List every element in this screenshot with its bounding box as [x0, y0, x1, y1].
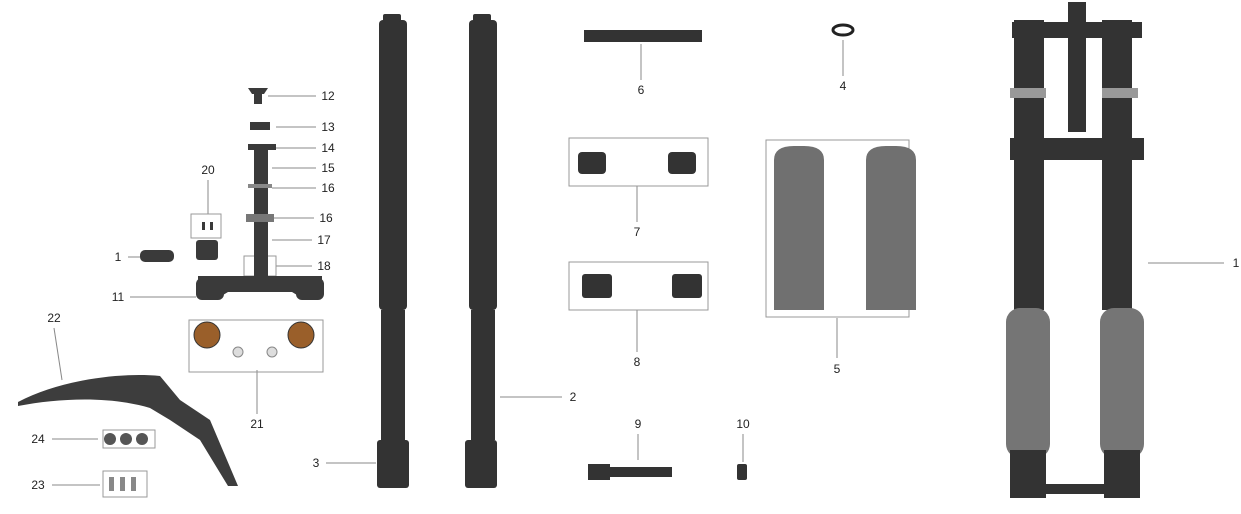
fork-guards — [774, 146, 916, 310]
callout-3: 3 — [312, 456, 320, 470]
callout-12: 12 — [321, 89, 335, 103]
callout-9: 9 — [634, 417, 642, 431]
leader-lines — [52, 40, 1224, 486]
assembled-fork — [1006, 2, 1144, 498]
callout-16-second: 16 — [319, 211, 333, 225]
small-parts — [578, 23, 855, 480]
front-fender — [18, 375, 238, 486]
callout-22: 22 — [47, 311, 61, 325]
callout-11: 11 — [111, 290, 125, 304]
callout-8: 8 — [633, 355, 641, 369]
bushings-and-nuts — [104, 321, 315, 491]
callout-13: 13 — [321, 120, 335, 134]
callout-17: 17 — [317, 233, 331, 247]
steerer-assembly — [140, 88, 324, 300]
callout-23: 23 — [31, 478, 45, 492]
callout-21: 21 — [250, 417, 264, 431]
callout-7: 7 — [633, 225, 641, 239]
callout-15: 15 — [321, 161, 335, 175]
callout-16: 16 — [321, 181, 335, 195]
fork-legs — [377, 14, 497, 488]
callout-5: 5 — [833, 362, 841, 376]
callout-4: 4 — [839, 79, 847, 93]
callout-1-left: 1 — [114, 250, 122, 264]
callout-18: 18 — [317, 259, 331, 273]
callout-10: 10 — [736, 417, 750, 431]
callout-2: 2 — [569, 390, 577, 404]
callout-20: 20 — [201, 163, 215, 177]
callout-1-right: 1 — [1232, 256, 1240, 270]
callout-6: 6 — [637, 83, 645, 97]
callout-24: 24 — [31, 432, 45, 446]
callout-14: 14 — [321, 141, 335, 155]
